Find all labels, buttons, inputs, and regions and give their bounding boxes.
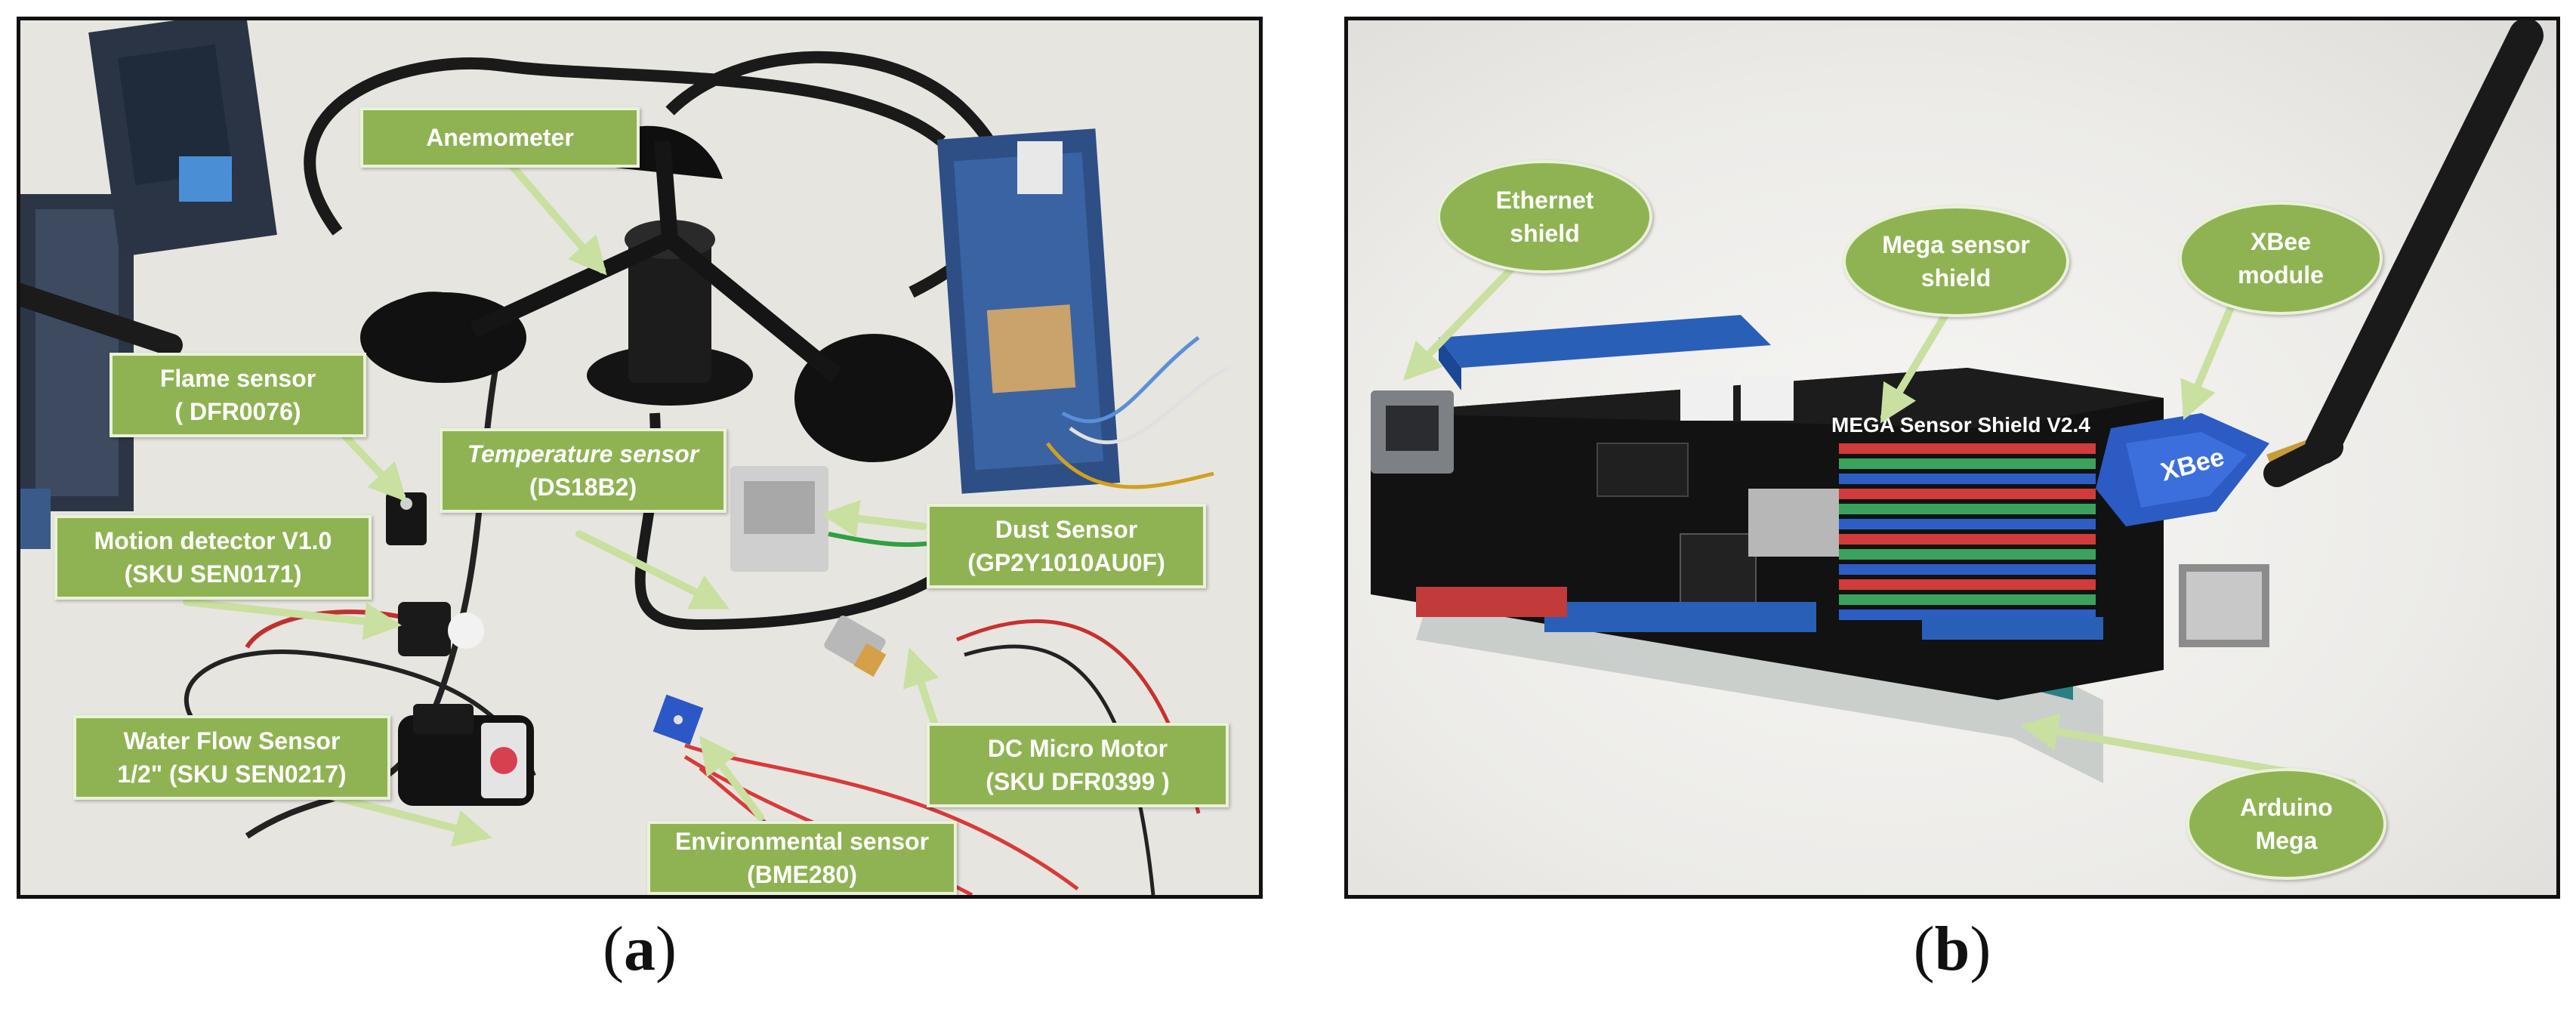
panel-a-photo: Anemometer Flame sensor ( DFR0076) Tempe… (17, 17, 1263, 899)
label-text: (SKU SEN0171) (124, 560, 302, 588)
label-mega-sensor-shield: Mega sensor shield (1843, 205, 2069, 317)
label-motion-detector: Motion detector V1.0 (SKU SEN0171) (54, 515, 372, 600)
label-text: 1/2" (SKU SEN0217) (117, 761, 347, 788)
panel-b-photo: MEGA Sensor Shield V2.4 XBee Ethernet sh… (1344, 17, 2560, 899)
label-dust-sensor: Dust Sensor (GP2Y1010AU0F) (927, 504, 1206, 588)
label-flame-sensor: Flame sensor ( DFR0076) (110, 353, 366, 437)
label-text: module (2238, 261, 2324, 289)
label-text: Mega (2255, 827, 2318, 854)
label-text: Arduino (2240, 794, 2333, 821)
label-water-flow-sensor: Water Flow Sensor 1/2" (SKU SEN0217) (73, 715, 390, 800)
label-anemometer: Anemometer (360, 107, 640, 168)
caption-letter-a: a (624, 914, 656, 984)
label-text: Temperature sensor (467, 440, 699, 467)
label-text: (DS18B2) (529, 474, 637, 501)
caption-a: (a) (603, 914, 677, 984)
label-xbee-module: XBee module (2179, 202, 2383, 315)
label-dc-micro-motor: DC Micro Motor (SKU DFR0399 ) (927, 723, 1229, 807)
caption-b: (b) (1913, 914, 1991, 984)
label-text: Mega sensor (1882, 231, 2030, 258)
label-text: XBee (2250, 228, 2312, 255)
label-text: ( DFR0076) (174, 398, 301, 425)
label-text: shield (1510, 220, 1580, 247)
arduino-stack-photo: MEGA Sensor Shield V2.4 XBee (1371, 20, 2544, 783)
label-text: shield (1920, 264, 1991, 292)
label-text: Dust Sensor (995, 516, 1138, 543)
label-text: (SKU DFR0399 ) (986, 768, 1170, 795)
sensor-kit-photo (20, 20, 1259, 895)
label-arduino-mega: Arduino Mega (2186, 768, 2386, 880)
label-text: (BME280) (747, 861, 857, 888)
label-text: Ethernet (1495, 187, 1594, 214)
label-text: Anemometer (426, 124, 574, 151)
label-text: (GP2Y1010AU0F) (967, 549, 1165, 576)
label-text: Water Flow Sensor (123, 727, 341, 754)
label-temperature-sensor: Temperature sensor (DS18B2) (440, 428, 727, 513)
caption-letter-b: b (1934, 914, 1970, 984)
label-text: Motion detector V1.0 (94, 527, 332, 554)
label-environmental-sensor: Environmental sensor (BME280) (647, 821, 957, 895)
label-text: DC Micro Motor (987, 735, 1168, 762)
label-text: Environmental sensor (674, 828, 930, 855)
board-silkscreen: MEGA Sensor Shield V2.4 (1831, 413, 2090, 437)
label-ethernet-shield: Ethernet shield (1437, 160, 1652, 273)
label-text: Flame sensor (159, 365, 316, 392)
